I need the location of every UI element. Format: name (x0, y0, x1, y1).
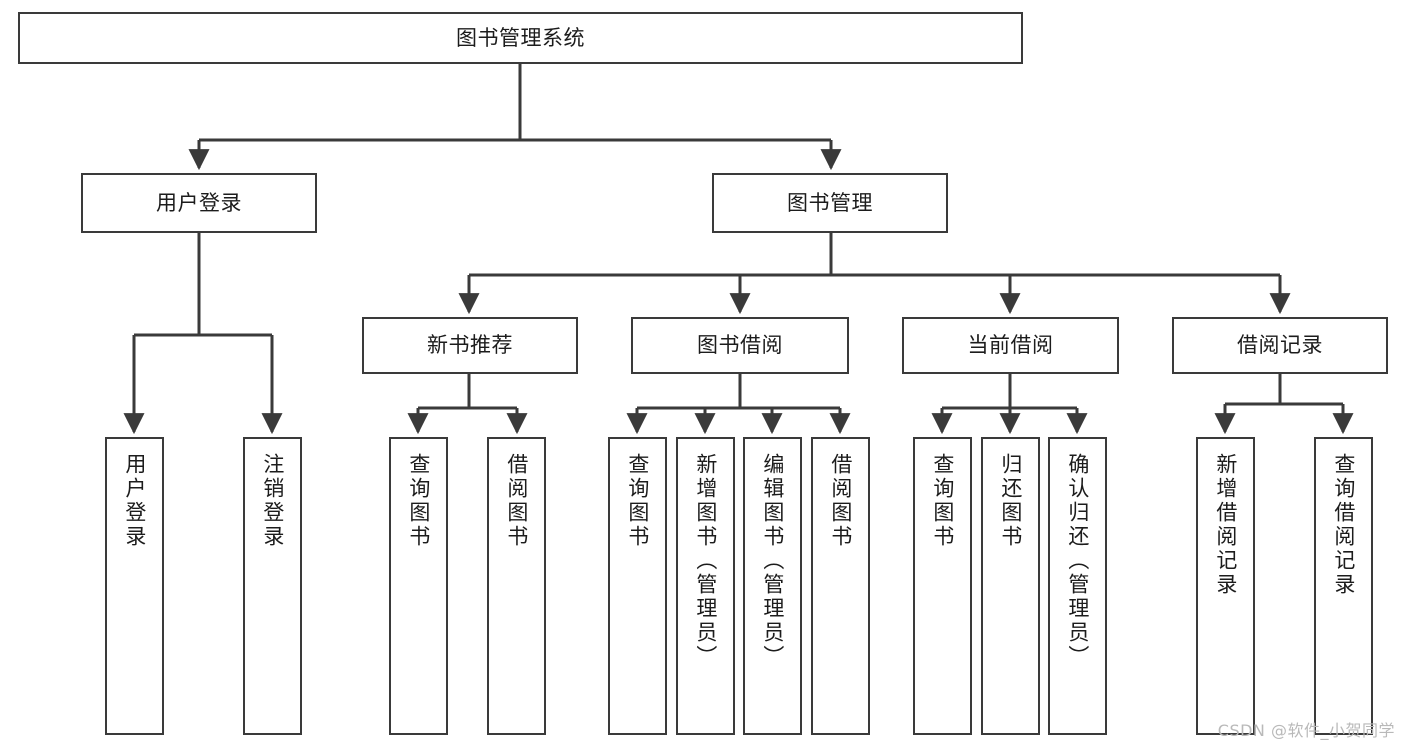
node-leaf-user-logout[interactable]: 注销登录 (243, 437, 302, 735)
node-leaf-edit-book-label: 编辑图书（管理员） (760, 453, 785, 669)
node-leaf-add-record[interactable]: 新增借阅记录 (1196, 437, 1255, 735)
node-leaf-query-book-2[interactable]: 查询图书 (608, 437, 667, 735)
node-leaf-query-book-1[interactable]: 查询图书 (389, 437, 448, 735)
node-leaf-query-record-label: 查询借阅记录 (1331, 453, 1356, 597)
node-leaf-edit-book[interactable]: 编辑图书（管理员） (743, 437, 802, 735)
node-leaf-add-book[interactable]: 新增图书（管理员） (676, 437, 735, 735)
node-leaf-borrow-book-2-label: 借阅图书 (828, 453, 853, 549)
node-leaf-add-record-label: 新增借阅记录 (1213, 453, 1238, 597)
node-leaf-query-book-3[interactable]: 查询图书 (913, 437, 972, 735)
node-leaf-query-book-1-label: 查询图书 (406, 453, 431, 549)
node-leaf-borrow-book-2[interactable]: 借阅图书 (811, 437, 870, 735)
node-borrow-record[interactable]: 借阅记录 (1172, 317, 1388, 374)
node-book-manage[interactable]: 图书管理 (712, 173, 948, 233)
node-user-login[interactable]: 用户登录 (81, 173, 317, 233)
node-book-borrow-label: 图书借阅 (697, 333, 783, 358)
node-leaf-add-book-label: 新增图书（管理员） (693, 453, 718, 669)
node-leaf-query-book-3-label: 查询图书 (930, 453, 955, 549)
node-book-borrow[interactable]: 图书借阅 (631, 317, 849, 374)
node-leaf-return-book[interactable]: 归还图书 (981, 437, 1040, 735)
node-leaf-borrow-book-1[interactable]: 借阅图书 (487, 437, 546, 735)
node-new-book-rec[interactable]: 新书推荐 (362, 317, 578, 374)
node-root[interactable]: 图书管理系统 (18, 12, 1023, 64)
node-current-borrow[interactable]: 当前借阅 (902, 317, 1119, 374)
node-current-borrow-label: 当前借阅 (967, 333, 1054, 358)
node-leaf-borrow-book-1-label: 借阅图书 (504, 453, 529, 549)
node-leaf-user-logout-label: 注销登录 (260, 453, 285, 549)
node-leaf-user-login[interactable]: 用户登录 (105, 437, 164, 735)
node-leaf-return-book-label: 归还图书 (998, 453, 1023, 549)
node-root-label: 图书管理系统 (456, 25, 585, 50)
node-book-manage-label: 图书管理 (787, 190, 873, 215)
node-leaf-query-record[interactable]: 查询借阅记录 (1314, 437, 1373, 735)
node-borrow-record-label: 借阅记录 (1237, 333, 1323, 358)
node-leaf-confirm-return-label: 确认归还（管理员） (1065, 453, 1090, 669)
node-new-book-rec-label: 新书推荐 (427, 333, 513, 358)
node-leaf-user-login-label: 用户登录 (122, 453, 147, 549)
csdn-watermark: CSDN @软件_小贺同学 (1217, 721, 1395, 740)
node-user-login-label: 用户登录 (156, 190, 242, 215)
node-leaf-confirm-return[interactable]: 确认归还（管理员） (1048, 437, 1107, 735)
node-leaf-query-book-2-label: 查询图书 (625, 453, 650, 549)
